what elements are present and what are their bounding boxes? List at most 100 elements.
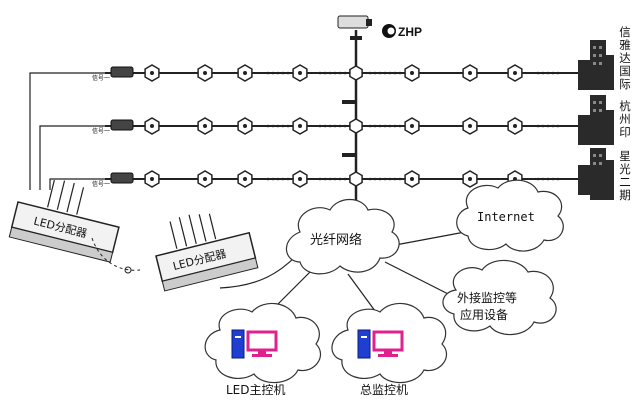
master-monitor-label: 总监控机 — [360, 383, 408, 397]
building-icon — [578, 148, 614, 200]
cable-dot — [328, 177, 332, 181]
cable-dot — [398, 177, 402, 181]
external-monitoring-cloud — [442, 259, 557, 336]
cable-dot — [373, 177, 377, 181]
led-node-dot — [203, 71, 207, 75]
cable-dot — [368, 177, 372, 181]
trunk-connectors — [342, 36, 362, 157]
cable-dot — [281, 177, 285, 181]
cable-dot — [328, 124, 332, 128]
cable-dot — [318, 177, 322, 181]
cable-dot — [378, 71, 382, 75]
led-node-dot — [468, 124, 472, 128]
led-node-dot — [410, 124, 414, 128]
cable-dot — [546, 124, 550, 128]
cable-dot — [393, 71, 397, 75]
cable-dot — [536, 124, 540, 128]
cable-dot — [343, 71, 347, 75]
cable-dot — [286, 71, 290, 75]
cable-dot — [343, 177, 347, 181]
computer-icon — [231, 329, 278, 359]
cable-dot — [398, 71, 402, 75]
led-node-dot — [243, 124, 247, 128]
cable-dot — [551, 124, 555, 128]
led-node-dot — [243, 177, 247, 181]
cable-dot — [383, 124, 387, 128]
cable-dot — [271, 177, 275, 181]
building-label: 星光二期 — [619, 149, 631, 202]
led-node-dot — [203, 124, 207, 128]
led-rows — [105, 72, 580, 180]
led-distributor-2: LED分配器 — [155, 213, 259, 292]
cable-dot — [266, 71, 270, 75]
cable-dot — [333, 177, 337, 181]
cable-dot — [338, 124, 342, 128]
building-windows — [593, 46, 602, 165]
led-nodes — [144, 64, 560, 188]
led-node-dot — [298, 71, 302, 75]
dashed-cable — [91, 237, 141, 271]
cable-dot — [328, 71, 332, 75]
cable-dot — [318, 124, 322, 128]
cable-dot — [541, 177, 545, 181]
cable-dot — [556, 71, 560, 75]
row-signal-label: 信号一 — [92, 74, 110, 82]
cable-dot — [556, 177, 560, 181]
cable-dot — [276, 71, 280, 75]
junction-node — [349, 171, 363, 187]
internet-cloud — [456, 179, 564, 252]
cable-dot — [318, 71, 322, 75]
junction-node — [349, 65, 363, 81]
cable-dot — [393, 124, 397, 128]
cable-dot — [333, 124, 337, 128]
cable-dot — [378, 124, 382, 128]
led-distributor-1: LED分配器 — [8, 180, 120, 263]
led-node-dot — [513, 124, 517, 128]
cable-dot — [343, 124, 347, 128]
led-node-dot — [513, 71, 517, 75]
cable-dot — [378, 177, 382, 181]
cable-dot — [323, 177, 327, 181]
cable-dot — [266, 124, 270, 128]
cable-dot — [551, 71, 555, 75]
cable-dot — [383, 177, 387, 181]
cable-dot — [373, 71, 377, 75]
cable-dot — [368, 71, 372, 75]
cable-dot — [541, 124, 545, 128]
led-node-dot — [410, 71, 414, 75]
row-signal-label: 信号一 — [92, 180, 110, 188]
cable-dot — [276, 177, 280, 181]
cable-dot — [323, 124, 327, 128]
led-node-dot — [243, 71, 247, 75]
cable-dot — [388, 177, 392, 181]
external-monitoring-label: 应用设备 — [460, 307, 508, 322]
signal-boxes — [110, 66, 134, 184]
cable-dot — [281, 71, 285, 75]
cable-dot — [546, 71, 550, 75]
led-node-dot — [298, 177, 302, 181]
cable-dot — [536, 177, 540, 181]
cable-dot — [546, 177, 550, 181]
cable-dot — [388, 71, 392, 75]
cable-dot — [551, 177, 555, 181]
feed-lines — [29, 72, 105, 190]
cable-dot — [286, 124, 290, 128]
cable-dot — [266, 177, 270, 181]
cable-dot — [271, 124, 275, 128]
cable-dot — [368, 124, 372, 128]
cable-dot — [323, 71, 327, 75]
camera-logo — [337, 15, 396, 38]
cable-dot — [333, 71, 337, 75]
cable-dot — [556, 124, 560, 128]
fiber-network-label: 光纤网络 — [310, 232, 362, 248]
cable-dot — [383, 71, 387, 75]
cable-dot — [286, 177, 290, 181]
building-icon — [578, 40, 614, 90]
led-node-dot — [150, 177, 154, 181]
building-label: 信雅达国际 — [619, 25, 631, 91]
row-signal-label: 信号一 — [92, 127, 110, 135]
led-node-dot — [410, 177, 414, 181]
cable-dot — [373, 124, 377, 128]
led-node-dot — [468, 71, 472, 75]
